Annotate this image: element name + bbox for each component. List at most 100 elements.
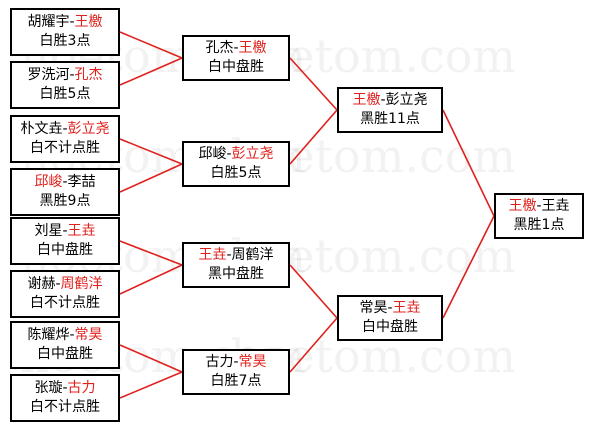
- bracket-line-round1-2: [119, 57, 183, 86]
- player-separator: -: [536, 198, 542, 214]
- match-players: 王垚-周鹤洋: [198, 246, 273, 265]
- player-black: 刘星: [34, 223, 63, 239]
- player-black: 邱峻: [198, 146, 227, 162]
- match-players: 常昊-王垚: [359, 299, 420, 318]
- player-black: 邱峻: [34, 174, 63, 190]
- player-white: 王檄: [74, 14, 103, 30]
- player-separator: -: [226, 146, 232, 162]
- player-separator: -: [62, 380, 68, 396]
- player-black: 谢赫: [27, 276, 56, 292]
- bracket-line-round1-4: [119, 163, 183, 193]
- match-players: 张璇-古力: [34, 379, 95, 398]
- player-separator: -: [69, 327, 75, 343]
- player-white: 王垚: [392, 300, 421, 316]
- match-box-round1-3: 朴文垚-彭立尧白不计点胜: [10, 115, 120, 163]
- bracket-line-round2-4: [289, 317, 338, 373]
- bracket-line-round1-3: [119, 138, 183, 165]
- match-result: 白不计点胜: [30, 295, 100, 311]
- player-separator: -: [62, 121, 68, 137]
- player-separator: -: [69, 14, 75, 30]
- player-white: 常昊: [74, 327, 103, 343]
- bracket-line-round2-2: [289, 109, 338, 165]
- match-result: 白胜3点: [39, 33, 91, 49]
- match-box-round1-7: 陈耀烨-常昊白中盘胜: [10, 321, 120, 369]
- match-box-round1-5: 刘星-王垚白中盘胜: [10, 217, 120, 265]
- match-players: 邱峻-李喆: [34, 173, 95, 192]
- player-separator: -: [62, 174, 68, 190]
- player-white: 王檄: [238, 40, 267, 56]
- player-black: 朴文垚: [20, 121, 63, 137]
- match-players: 陈耀烨-常昊: [27, 326, 102, 345]
- bracket-line-round2-1: [289, 57, 338, 111]
- bracket-line-semifinal-2: [442, 215, 495, 319]
- player-white: 周鹤洋: [231, 247, 274, 263]
- match-box-round2-2: 邱峻-彭立尧白胜5点: [182, 141, 290, 187]
- player-separator: -: [62, 223, 68, 239]
- player-black: 常昊: [359, 300, 388, 316]
- match-box-semifinal-1: 王檄-彭立尧黑胜11点: [337, 87, 443, 133]
- match-box-round1-6: 谢赫-周鹤洋白不计点胜: [10, 270, 120, 318]
- match-result: 黑胜1点: [513, 217, 565, 233]
- match-box-final-1: 王檄-王垚黑胜1点: [494, 193, 584, 239]
- match-players: 孔杰-王檄: [205, 39, 266, 58]
- match-box-round1-8: 张璇-古力白不计点胜: [10, 374, 120, 422]
- player-separator: -: [226, 247, 232, 263]
- player-black: 陈耀烨: [27, 327, 70, 343]
- match-players: 王檄-王垚: [508, 197, 569, 216]
- player-white: 王垚: [541, 198, 570, 214]
- player-black: 孔杰: [205, 40, 234, 56]
- player-black: 王檄: [508, 198, 537, 214]
- match-result: 白中盘胜: [37, 242, 93, 258]
- match-box-round2-1: 孔杰-王檄白中盘胜: [182, 35, 290, 81]
- bracket-line-round1-6: [119, 264, 183, 295]
- match-box-round1-4: 邱峻-李喆黑胜9点: [10, 168, 120, 216]
- player-white: 王垚: [67, 223, 96, 239]
- match-result: 白中盘胜: [362, 319, 418, 335]
- match-players: 胡耀宇-王檄: [27, 13, 102, 32]
- bracket-line-round1-5: [119, 240, 183, 266]
- match-players: 古力-常昊: [205, 353, 266, 372]
- player-white: 古力: [67, 380, 96, 396]
- player-black: 罗洗河: [27, 67, 70, 83]
- match-result: 白胜5点: [39, 86, 91, 102]
- player-separator: -: [69, 67, 75, 83]
- player-black: 王檄: [352, 92, 381, 108]
- match-box-semifinal-2: 常昊-王垚白中盘胜: [337, 295, 443, 341]
- player-white: 李喆: [67, 174, 96, 190]
- player-black: 张璇: [34, 380, 63, 396]
- player-separator: -: [387, 300, 393, 316]
- match-result: 白中盘胜: [208, 59, 264, 75]
- match-players: 刘星-王垚: [34, 222, 95, 241]
- player-separator: -: [233, 354, 239, 370]
- player-black: 胡耀宇: [27, 14, 70, 30]
- match-players: 罗洗河-孔杰: [27, 66, 102, 85]
- match-result: 黑胜11点: [360, 111, 420, 127]
- player-separator: -: [233, 40, 239, 56]
- match-result: 白胜7点: [210, 373, 262, 389]
- player-black: 古力: [205, 354, 234, 370]
- match-result: 黑胜9点: [39, 193, 91, 209]
- player-white: 彭立尧: [231, 146, 274, 162]
- match-result: 白中盘胜: [37, 346, 93, 362]
- player-white: 彭立尧: [385, 92, 428, 108]
- bracket-line-round1-7: [119, 344, 183, 373]
- match-box-round1-1: 胡耀宇-王檄白胜3点: [10, 8, 120, 56]
- player-white: 孔杰: [74, 67, 103, 83]
- player-black: 王垚: [198, 247, 227, 263]
- match-result: 白胜5点: [210, 165, 262, 181]
- player-separator: -: [380, 92, 386, 108]
- player-white: 彭立尧: [67, 121, 110, 137]
- player-separator: -: [55, 276, 61, 292]
- match-players: 朴文垚-彭立尧: [20, 120, 109, 139]
- bracket-line-round1-1: [119, 31, 183, 59]
- match-result: 黑中盘胜: [208, 266, 264, 282]
- player-white: 周鹤洋: [60, 276, 103, 292]
- match-result: 白不计点胜: [30, 140, 100, 156]
- player-white: 常昊: [238, 354, 267, 370]
- bracket-line-round2-3: [289, 264, 338, 319]
- match-players: 邱峻-彭立尧: [198, 145, 273, 164]
- match-box-round2-3: 王垚-周鹤洋黑中盘胜: [182, 242, 290, 288]
- match-box-round2-4: 古力-常昊白胜7点: [182, 349, 290, 395]
- match-players: 谢赫-周鹤洋: [27, 275, 102, 294]
